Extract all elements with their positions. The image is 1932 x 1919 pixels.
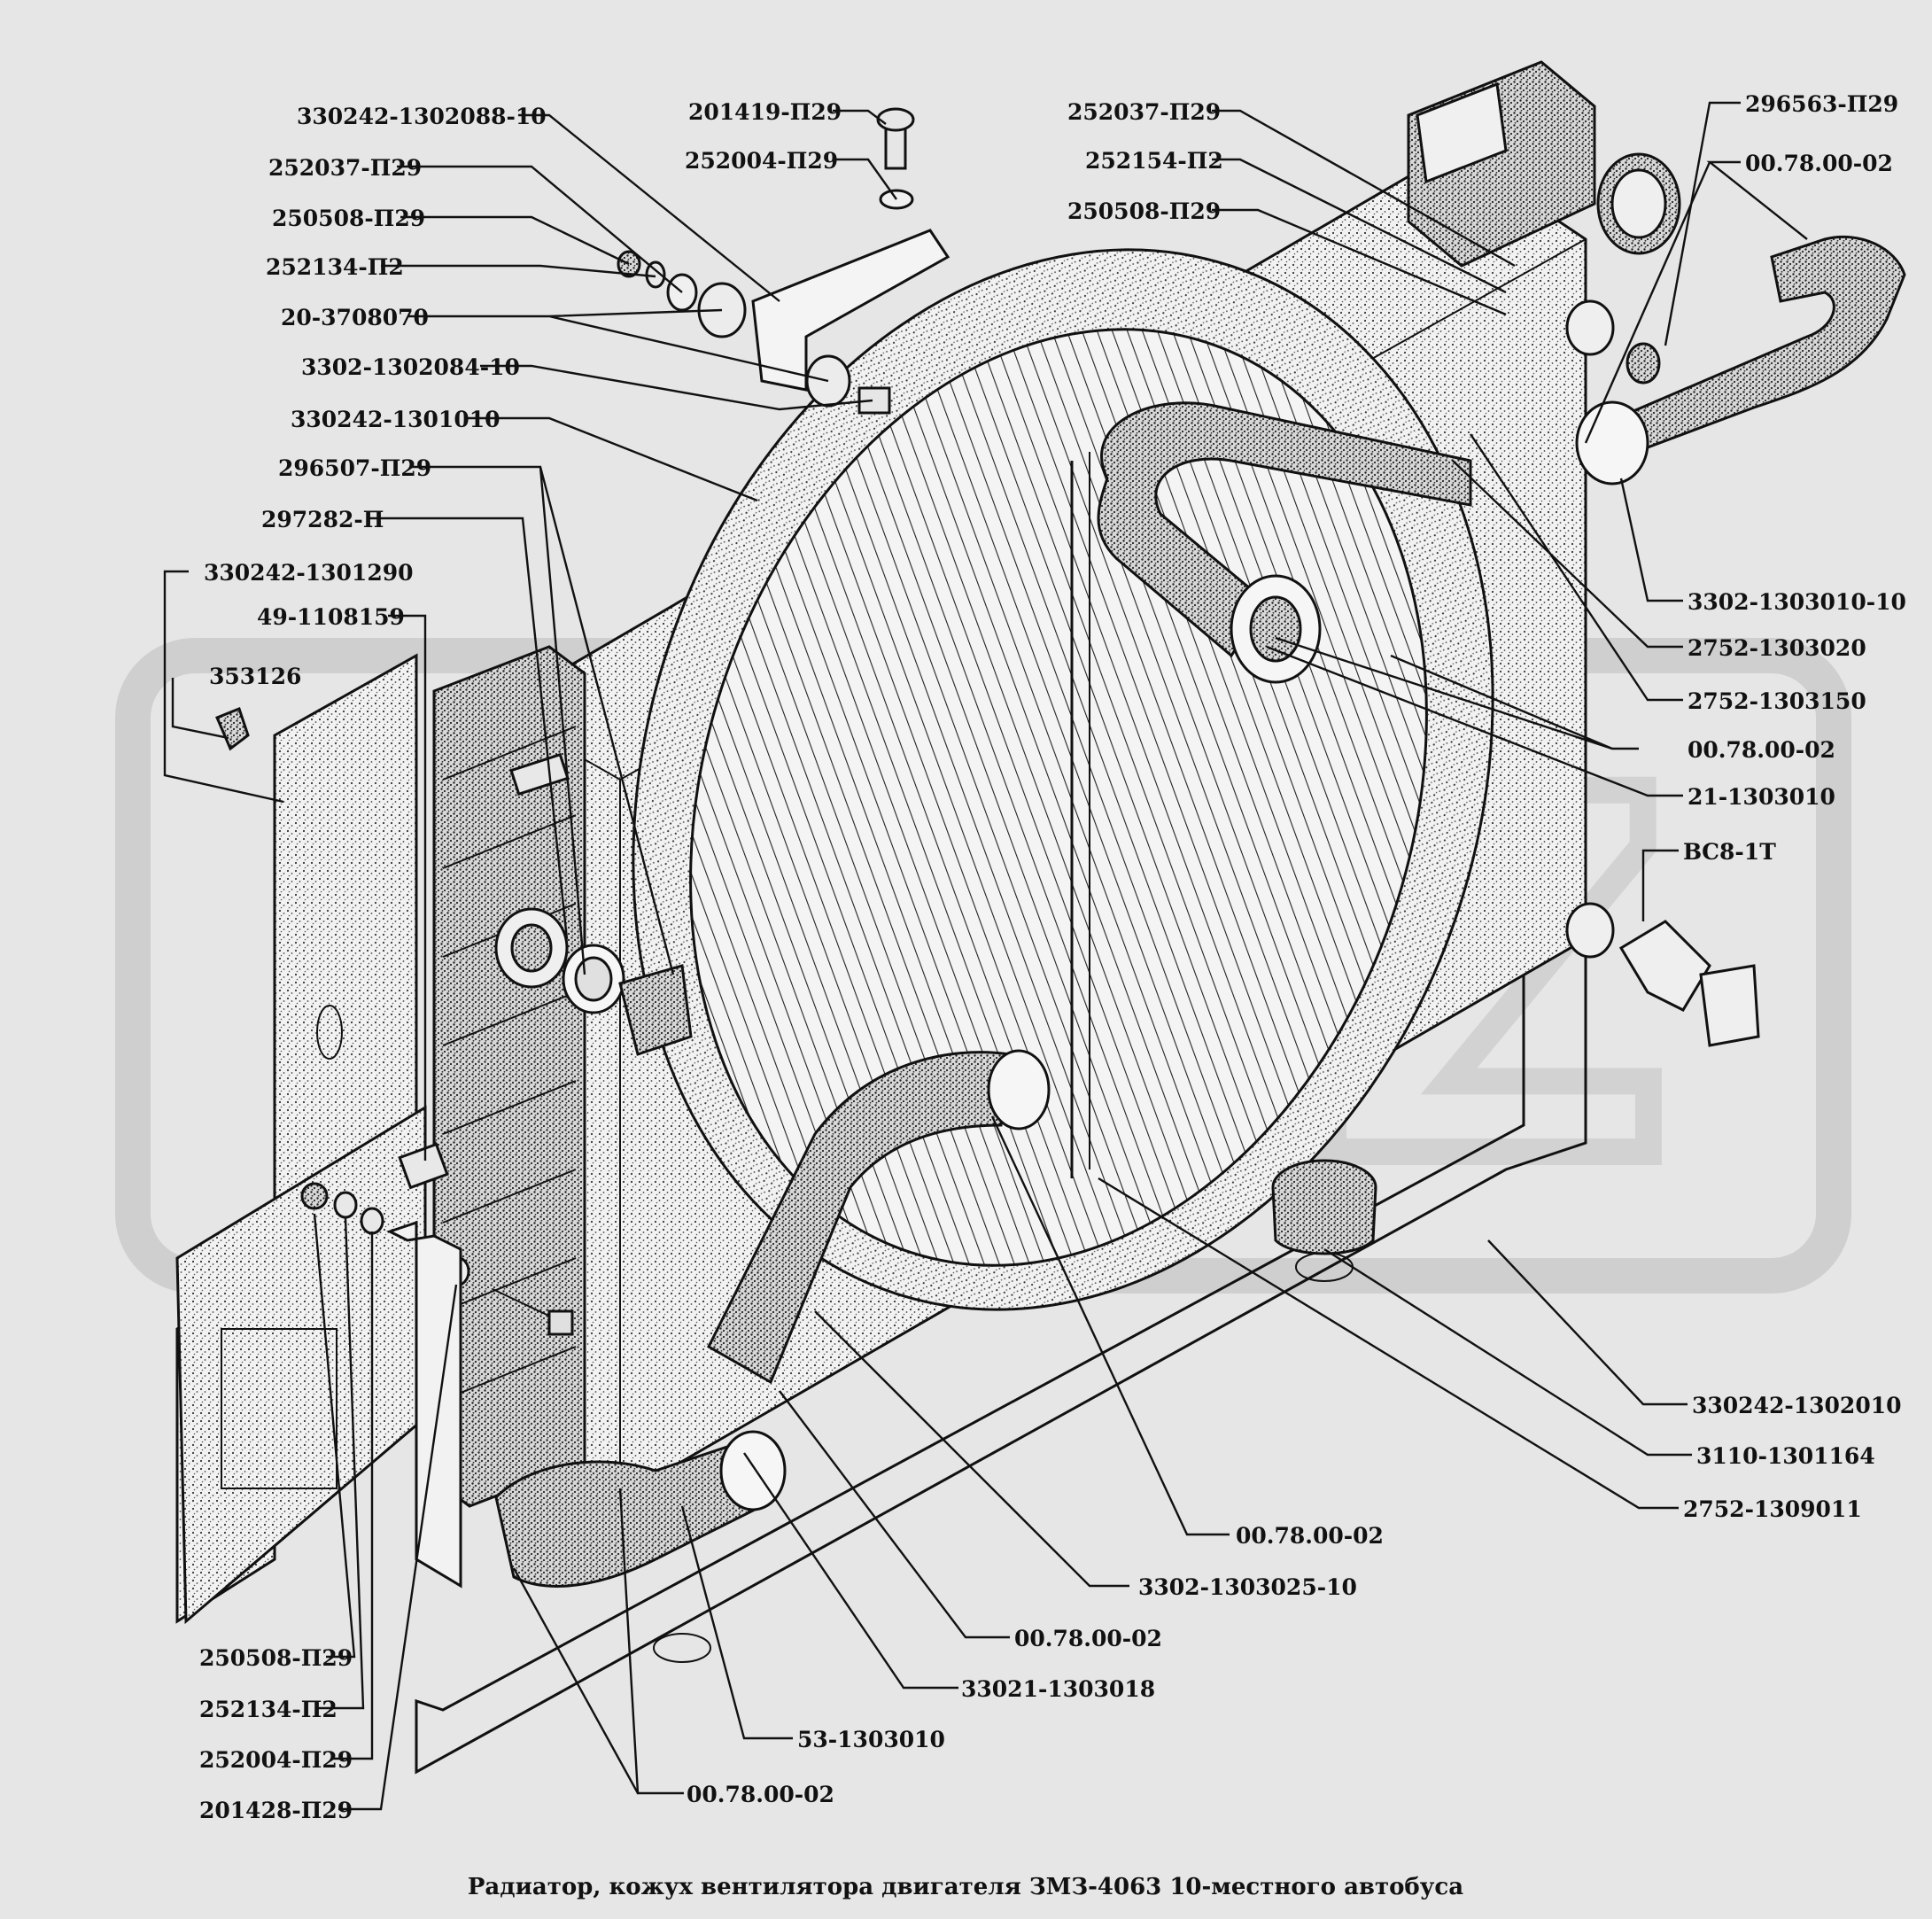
part-label: 21-1303010: [1688, 784, 1835, 810]
side-cover-plate: [175, 653, 427, 1625]
part-label: 252154-П2: [1085, 148, 1223, 174]
part-label: 3110-1301164: [1696, 1443, 1875, 1469]
part-label: 296507-П29: [278, 455, 431, 481]
part-label: 252134-П2: [199, 1697, 338, 1722]
part-label: 3302-1303010-10: [1688, 589, 1906, 615]
part-label: 00.78.00-02: [1236, 1523, 1384, 1549]
bolt-head: [547, 1309, 574, 1336]
part-label: 53-1303010: [797, 1727, 945, 1752]
hose-clamp: [987, 1049, 1051, 1130]
washer: [360, 1207, 384, 1235]
part-label: 252134-П2: [266, 254, 404, 280]
part-label: ВС8-1Т: [1683, 839, 1776, 865]
part-label: 296563-П29: [1745, 91, 1898, 117]
part-label: 330242-1302010: [1692, 1393, 1902, 1418]
part-label: 252037-П29: [1067, 99, 1221, 125]
clip: [215, 707, 250, 751]
part-label: 49-1108159: [257, 604, 405, 630]
part-label: 00.78.00-02: [687, 1782, 834, 1807]
filler-bracket: [1416, 82, 1508, 184]
drain-tap: [1618, 920, 1711, 1012]
part-label: 3302-1302084-10: [301, 354, 520, 380]
fan-shroud: [632, 248, 1494, 1311]
part-label: 2752-1309011: [1683, 1496, 1862, 1522]
support-channel: [386, 1220, 462, 1589]
plate-window: [221, 1328, 338, 1489]
hose-clamp: [1575, 400, 1649, 486]
boss: [1565, 902, 1615, 959]
part-label: 33021-1303018: [961, 1676, 1155, 1702]
fittings: [215, 152, 1760, 1589]
part-label: 330242-1301290: [204, 560, 414, 586]
part-label: 353126: [209, 664, 301, 689]
part-label: 201428-П29: [199, 1798, 353, 1823]
frame-mount-hole: [653, 1633, 711, 1663]
part-label: 00.78.00-02: [1014, 1626, 1162, 1651]
part-label: 252004-П29: [199, 1747, 353, 1773]
part-label: 00.78.00-02: [1688, 737, 1835, 763]
part-label: 2752-1303150: [1688, 688, 1866, 714]
drain-tap-handle: [1699, 964, 1760, 1047]
part-label: 252037-П29: [268, 155, 422, 181]
part-label: 250508-П29: [272, 206, 425, 231]
boss: [1565, 299, 1615, 356]
part-label: 20-3708070: [281, 305, 429, 330]
part-labels: 330242-1302088-10 252037-П29 250508-П29 …: [199, 91, 1906, 1823]
part-label: 330242-1302088-10: [297, 104, 547, 129]
part-label: 250508-П29: [1067, 198, 1221, 224]
part-label: 252004-П29: [685, 148, 838, 174]
part-label: 2752-1303020: [1688, 635, 1866, 661]
part-label: 250508-П29: [199, 1645, 353, 1671]
part-label: 3302-1303025-10: [1138, 1574, 1357, 1600]
upper-hose: [1097, 401, 1472, 658]
nut: [300, 1182, 329, 1210]
leader-lines: [163, 101, 1808, 1811]
outlet-hose: [1610, 235, 1906, 463]
part-label: 00.78.00-02: [1745, 151, 1893, 176]
filler-plug: [618, 964, 693, 1056]
part-label: 297282-П: [261, 507, 384, 532]
lower-hose: [707, 1051, 1012, 1385]
diagram-caption: Радиатор, кожух вентилятора двигателя ЗМ…: [468, 1874, 1463, 1900]
plug: [1626, 342, 1661, 385]
part-label: 330242-1301010: [291, 407, 500, 432]
sleeve: [398, 1142, 449, 1190]
part-label: 201419-П29: [688, 99, 842, 125]
bracket-plate: [751, 229, 950, 392]
bolt-stud: [509, 752, 570, 796]
washer: [333, 1191, 358, 1219]
hoses: [494, 235, 1906, 1588]
